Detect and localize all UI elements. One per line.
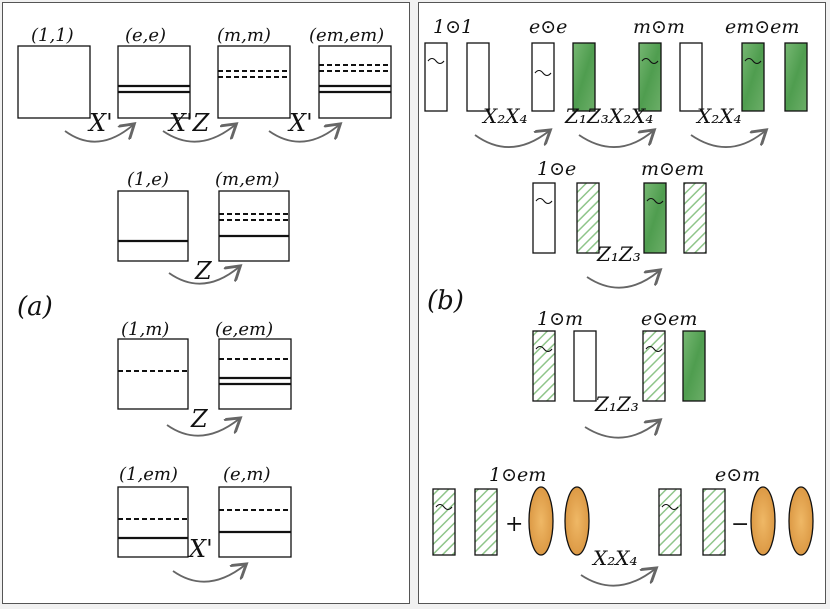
- op-z1: Z: [194, 257, 213, 285]
- panel-a-tag: (a): [17, 292, 53, 322]
- label-1-m: (1,m): [121, 319, 169, 340]
- tilde-mark: [661, 503, 679, 511]
- label-mom: m⊙m: [633, 16, 685, 38]
- op-z2: Z: [190, 405, 209, 433]
- tilde-mark: [534, 69, 552, 77]
- tilde-mark: [646, 197, 664, 205]
- op-o5: Z₁Z₃: [594, 392, 639, 416]
- curved-arrow: [268, 125, 339, 143]
- tilde-mark: [535, 345, 553, 353]
- box-1-e: [117, 190, 189, 262]
- qubit-green: [784, 42, 808, 112]
- tilde-mark: [645, 345, 663, 353]
- op-x4: X': [187, 535, 213, 563]
- label-m-em: (m,em): [215, 169, 280, 190]
- op-o1: X₂X₄: [481, 104, 528, 128]
- tilde-mark: [427, 57, 445, 65]
- qubit-hatched: [432, 488, 456, 556]
- qubit-green: [682, 330, 706, 402]
- panel-b-tag: (b): [427, 286, 464, 316]
- label-eom: e⊙m: [715, 464, 760, 486]
- qubit-plain: [466, 42, 490, 112]
- box-1-1: [17, 45, 91, 119]
- qubit-plain: [531, 42, 555, 112]
- qubit-hatched: [532, 330, 556, 402]
- qubit-plain: [679, 42, 703, 112]
- tilde-mark: [435, 503, 453, 511]
- panel-b-diagram: (b) 1⊙1 e⊙e m⊙m em⊙em X₂X₄ Z₁Z₃X₂X₄ X₂X₄…: [424, 16, 814, 587]
- curved-arrow: [584, 421, 659, 439]
- curved-arrow: [168, 267, 239, 285]
- curved-arrow: [580, 569, 655, 587]
- label-1-em: (1,em): [119, 464, 178, 485]
- box-1-m: [117, 338, 189, 410]
- qubit-hatched: [702, 488, 726, 556]
- qubit-plain: [532, 182, 556, 254]
- label-1o1: 1⊙1: [433, 16, 473, 38]
- label-1-e: (1,e): [127, 169, 169, 190]
- op-o6: X₂X₄: [591, 546, 638, 570]
- plus-sign: +: [505, 512, 523, 537]
- label-e-e: (e,e): [125, 25, 166, 46]
- label-moem: m⊙em: [641, 158, 704, 180]
- label-m-m: (m,m): [217, 25, 271, 46]
- orange-qubit: [564, 486, 590, 556]
- orange-qubit: [528, 486, 554, 556]
- label-e-m: (e,m): [223, 464, 271, 485]
- qubit-green: [638, 42, 662, 112]
- qubit-green: [741, 42, 765, 112]
- curved-arrow: [162, 125, 235, 143]
- op-x2: X'Z: [167, 109, 211, 137]
- op-x1: X': [87, 109, 113, 137]
- curved-arrow: [166, 419, 239, 437]
- label-1oe: 1⊙e: [537, 158, 576, 180]
- tilde-mark: [744, 57, 762, 65]
- tilde-mark: [535, 197, 553, 205]
- qubit-hatched: [658, 488, 682, 556]
- minus-sign: −: [731, 512, 749, 537]
- op-o2: Z₁Z₃X₂X₄: [564, 104, 653, 128]
- qubit-hatched: [576, 182, 600, 254]
- label-eoe: e⊙e: [529, 16, 567, 38]
- panel-a: (a) (1,1) (e,e) (m,m) (em,em) X' X'Z X' …: [2, 2, 410, 604]
- panel-b: (b) 1⊙1 e⊙e m⊙m em⊙em X₂X₄ Z₁Z₃X₂X₄ X₂X₄…: [418, 2, 826, 604]
- box-e-e: [117, 45, 191, 119]
- box-1-em: [117, 486, 189, 558]
- label-1oem: 1⊙em: [489, 464, 546, 486]
- curved-arrow: [690, 131, 765, 148]
- box-e-m: [218, 486, 292, 558]
- label-emoem: em⊙em: [725, 16, 799, 38]
- qubit-hatched: [474, 488, 498, 556]
- qubit-green: [643, 182, 667, 254]
- tilde-mark: [641, 57, 659, 65]
- qubit-hatched: [642, 330, 666, 402]
- op-o3: X₂X₄: [695, 104, 742, 128]
- qubit-plain: [573, 330, 597, 402]
- curved-arrow: [172, 565, 245, 583]
- box-e-em: [218, 338, 292, 410]
- orange-qubit: [788, 486, 814, 556]
- box-em-em: [318, 45, 392, 119]
- qubit-plain: [424, 42, 448, 112]
- label-eoem: e⊙em: [641, 308, 697, 330]
- label-e-em: (e,em): [215, 319, 273, 340]
- label-em-em: (em,em): [309, 25, 384, 46]
- panel-a-diagram: (a) (1,1) (e,e) (m,m) (em,em) X' X'Z X' …: [17, 25, 392, 583]
- box-m-m: [217, 45, 291, 119]
- curved-arrow: [586, 271, 659, 289]
- orange-qubit: [750, 486, 776, 556]
- label-1-1: (1,1): [31, 25, 74, 46]
- qubit-hatched: [683, 182, 707, 254]
- curved-arrow: [578, 131, 653, 148]
- op-o4: Z₁Z₃: [596, 242, 641, 266]
- qubit-green: [572, 42, 596, 112]
- curved-arrow: [474, 131, 549, 148]
- curved-arrow: [64, 125, 133, 143]
- box-m-em: [218, 190, 290, 262]
- op-x3: X': [287, 109, 313, 137]
- label-1om: 1⊙m: [537, 308, 583, 330]
